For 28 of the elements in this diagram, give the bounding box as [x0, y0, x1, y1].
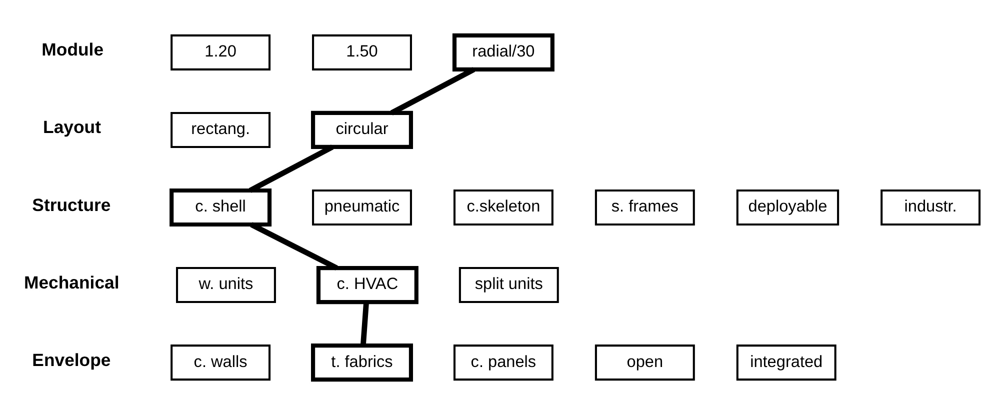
node-box: s. frames: [594, 188, 695, 226]
label: Mechanical: [24, 272, 120, 292]
node-box: deployable: [736, 188, 840, 226]
node-box: pneumatic: [312, 188, 412, 226]
node-box: c.skeleton: [453, 188, 554, 226]
label: Structure: [32, 194, 111, 214]
node-box: circular: [311, 110, 414, 149]
node-box: integrated: [736, 344, 836, 380]
connector: [250, 222, 338, 270]
node-box: c. panels: [453, 344, 554, 380]
node-box: industr.: [880, 188, 981, 226]
node-box: 1.50: [312, 34, 412, 70]
node-box: c. HVAC: [316, 265, 418, 304]
node-box: t. fabrics: [311, 343, 414, 382]
node-box: radial/30: [452, 32, 554, 71]
node-box: open: [594, 344, 695, 380]
node-box: split units: [458, 266, 559, 303]
node-box: rectang.: [170, 111, 271, 148]
node-box: c. shell: [170, 188, 272, 226]
label: Layout: [43, 116, 101, 137]
connector: [248, 144, 334, 192]
node-box: w. units: [176, 266, 276, 303]
node-box: c. walls: [170, 344, 271, 380]
node-box: 1.20: [170, 34, 271, 70]
connector: [390, 66, 476, 115]
label: Module: [42, 39, 104, 60]
connector: [360, 302, 369, 346]
label: Envelope: [32, 349, 111, 370]
